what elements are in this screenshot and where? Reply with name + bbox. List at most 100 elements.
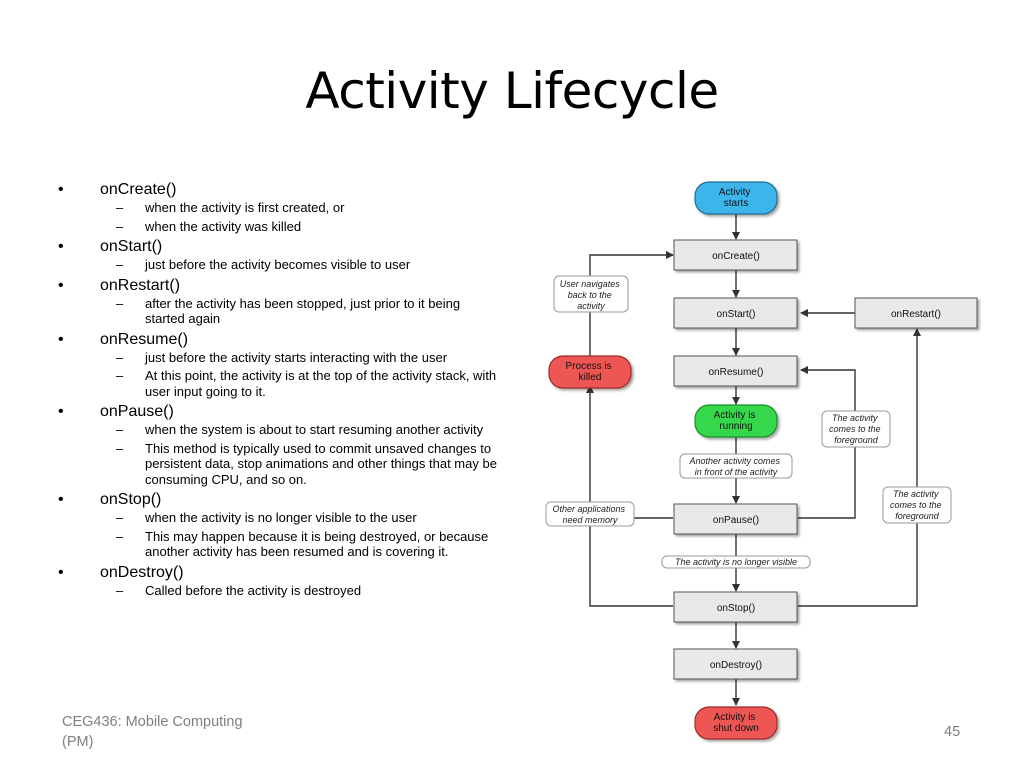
transition-labels: User navigates back to the activity Othe… [545,275,952,569]
method-detail-text: when the system is about to start resumi… [145,422,484,437]
dash-icon: – [116,200,124,215]
method-name: onStart() [100,238,163,255]
bullet-icon: • [58,330,64,348]
node-on-destroy-text: onDestroy() [710,660,762,671]
dash-icon: – [116,218,124,234]
label-no-longer-visible-text: The activity is no longer visible [675,557,797,567]
method-detail-text: when the activity was killed [145,218,302,234]
method-name: onPause() [100,403,174,420]
method-details: – just before the activity becomes visibl… [100,257,498,273]
method-detail-text: Called before the activity is destroyed [145,582,362,598]
node-on-restart: onRestart() [854,297,978,329]
method-name: onDestroy() [100,563,184,581]
method-list: • onCreate() – when the activity is first c… [58,180,498,601]
method-detail: – This method is typically used to commit… [100,441,498,488]
dash-icon: – [116,440,124,456]
bullet-icon: • [58,238,64,255]
method-detail-text: At this point, the activity is at the to… [145,368,497,399]
node-on-create: onCreate() [673,239,798,271]
node-process-killed-text: Process is killed [566,361,615,383]
method-detail-text: when the activity is first created, or [145,200,345,215]
method-details: – after the activity has been stopped, ju… [100,296,498,327]
method-name: onResume() [100,330,189,348]
method-detail: – just before the activity becomes visibl… [100,257,498,273]
node-activity-running: Activity is running [694,404,778,438]
method-detail: – when the activity is no longer visible … [100,510,498,526]
node-process-killed: Process is killed [548,355,632,389]
node-activity-shut-down: Activity is shut down [694,706,778,740]
dash-icon: – [116,295,124,311]
method-detail: – just before the activity starts interac… [100,350,498,366]
method-details: – Called before the activity is destroyed [100,583,498,599]
method-name: onCreate() [100,181,177,198]
method-details: –when the activity is first created, or–… [100,200,498,234]
method-bullets: • onCreate() – when the activity is first c… [58,180,498,598]
method-detail: – This may happen because it is being des… [100,529,498,560]
method-item: • onCreate() – when the activity is first c… [58,180,498,234]
method-details: – when the activity is no longer visible … [100,510,498,560]
slide-footer: CEG436: Mobile Computing (PM) [62,714,243,750]
method-detail: – after the activity has been stopped, ju… [100,296,498,327]
method-name: onStop() [100,491,162,508]
edge-stop-killed [586,385,673,607]
node-on-create-text: onCreate() [712,251,760,262]
label-another-activity-in-front-text: Another activity comes in front of the a… [688,456,782,477]
lifecycle-diagram: User navigates back to the activity Othe… [545,181,978,740]
bullet-icon: • [58,181,64,198]
method-detail-text: when the activity is no longer visible t… [145,510,417,525]
node-on-stop-text: onStop() [717,603,755,614]
method-detail-text: This method is typically used to commit … [145,440,497,487]
label-other-apps-need-memory-text: Other applications need memory [552,504,627,525]
method-item: • onPause() – when the system is about to s… [58,402,498,487]
node-activity-running-text: Activity is running [714,410,758,432]
node-on-pause: onPause() [673,503,798,535]
node-on-destroy: onDestroy() [673,648,798,680]
method-detail: – when the system is about to start resum… [100,422,498,438]
node-activity-shut-down-text: Activity is shut down [713,712,759,734]
dash-icon: – [116,510,124,525]
method-detail-text: after the activity has been stopped, jus… [145,295,461,327]
method-details: – when the system is about to start resum… [100,422,498,487]
label-user-navigates-back-text: User navigates back to the activity [560,279,623,311]
method-detail: – when the activity was killed [100,219,498,235]
method-detail: –At this point, the activity is at the t… [100,368,498,399]
label-comes-to-foreground-2-text: The activity comes to the foreground [890,489,944,521]
method-detail-text: just before the activity becomes visible… [145,257,411,272]
dash-icon: – [116,257,124,272]
label-comes-to-foreground-2: The activity comes to the foreground [882,486,952,524]
bullet-icon: • [58,403,64,420]
label-user-navigates-back: User navigates back to the activity [553,275,629,313]
method-detail: – when the activity is first created, or [100,200,498,216]
callback-nodes: onCreate() onStart() onRestart() onResum… [673,239,978,680]
label-no-longer-visible: The activity is no longer visible [661,555,811,569]
dash-icon: – [116,582,124,598]
method-detail-text: This may happen because it is being dest… [145,528,489,560]
node-activity-starts-text: Activity starts [719,187,753,209]
page-number: 45 [944,724,961,740]
edge-killed-create [589,251,674,363]
node-on-restart-text: onRestart() [891,309,941,320]
bullet-icon: • [58,491,64,508]
method-item: • onStop() – when the activity is no longer… [58,490,498,560]
edge-stop-restart [798,328,921,607]
label-comes-to-foreground-1-text: The activity comes to the foreground [829,413,883,445]
node-on-resume-text: onResume() [708,367,763,378]
dash-icon: – [116,422,124,437]
label-comes-to-foreground-1: The activity comes to the foreground [821,410,891,448]
method-item: • onDestroy()– Called before the activity … [58,563,498,599]
method-item: • onResume()– just before the activity sta… [58,330,498,400]
method-item: • onRestart()– after the activity has been… [58,276,498,327]
node-on-start: onStart() [673,297,798,329]
method-detail-text: just before the activity starts interact… [145,349,448,365]
method-detail: – Called before the activity is destroyed [100,583,498,599]
dash-icon: – [116,349,124,365]
node-on-stop: onStop() [673,591,798,623]
node-on-pause-text: onPause() [713,515,759,526]
node-on-start-text: onStart() [717,309,756,320]
method-name: onRestart() [100,276,181,294]
connector-lines [586,214,921,706]
bullet-icon: • [58,563,64,581]
method-details: – just before the activity starts interac… [100,350,498,400]
dash-icon: – [116,528,124,544]
bullet-icon: • [58,276,64,294]
